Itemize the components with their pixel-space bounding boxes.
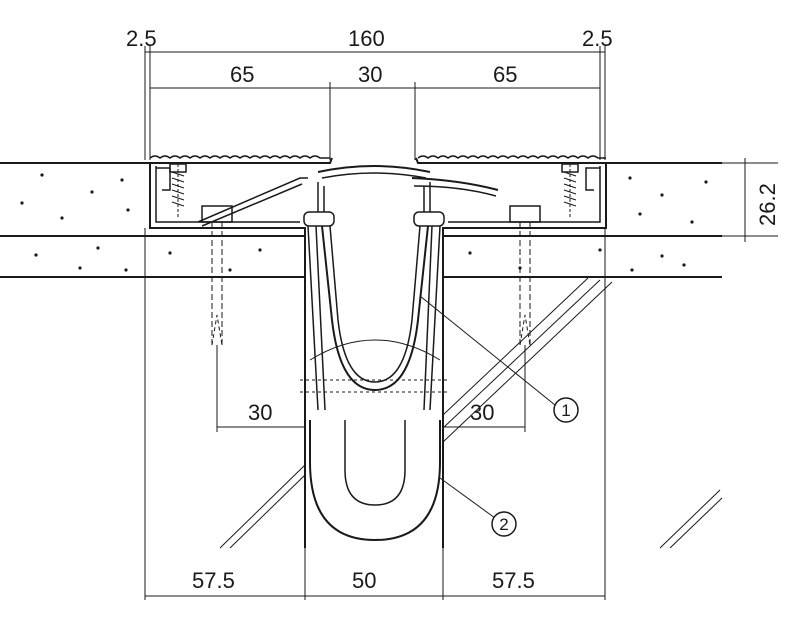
drain-channel [300, 339, 448, 542]
dim-left-plate: 65 [230, 62, 254, 87]
callout-2-label: 2 [499, 515, 508, 534]
concrete-slab [0, 162, 722, 548]
cover-plate-assembly [140, 155, 607, 236]
callout-1: 1 [553, 397, 579, 423]
dim-right-plate: 65 [493, 62, 517, 87]
dim-bottom-right: 57.5 [492, 568, 535, 593]
dim-center-gap: 30 [358, 62, 382, 87]
dim-top-left-gap: 2.5 [126, 26, 157, 51]
rubber-seal [307, 225, 441, 411]
hatching [219, 277, 723, 549]
callout-1-label: 1 [561, 401, 570, 420]
dimension-lines [144, 46, 778, 600]
dim-left-anchor-offset: 30 [248, 400, 272, 425]
dim-right-anchor-offset: 30 [470, 400, 494, 425]
dim-top-right-gap: 2.5 [582, 26, 613, 51]
leader-lines [419, 295, 556, 519]
anchor-bolt [201, 205, 541, 346]
dim-bottom-center: 50 [352, 568, 376, 593]
callout-2: 2 [491, 511, 517, 537]
dim-bottom-left: 57.5 [192, 568, 235, 593]
dim-cover-thickness: 26.2 [755, 183, 780, 226]
fixing-screw [169, 163, 579, 218]
dim-top-overall: 160 [348, 26, 385, 51]
